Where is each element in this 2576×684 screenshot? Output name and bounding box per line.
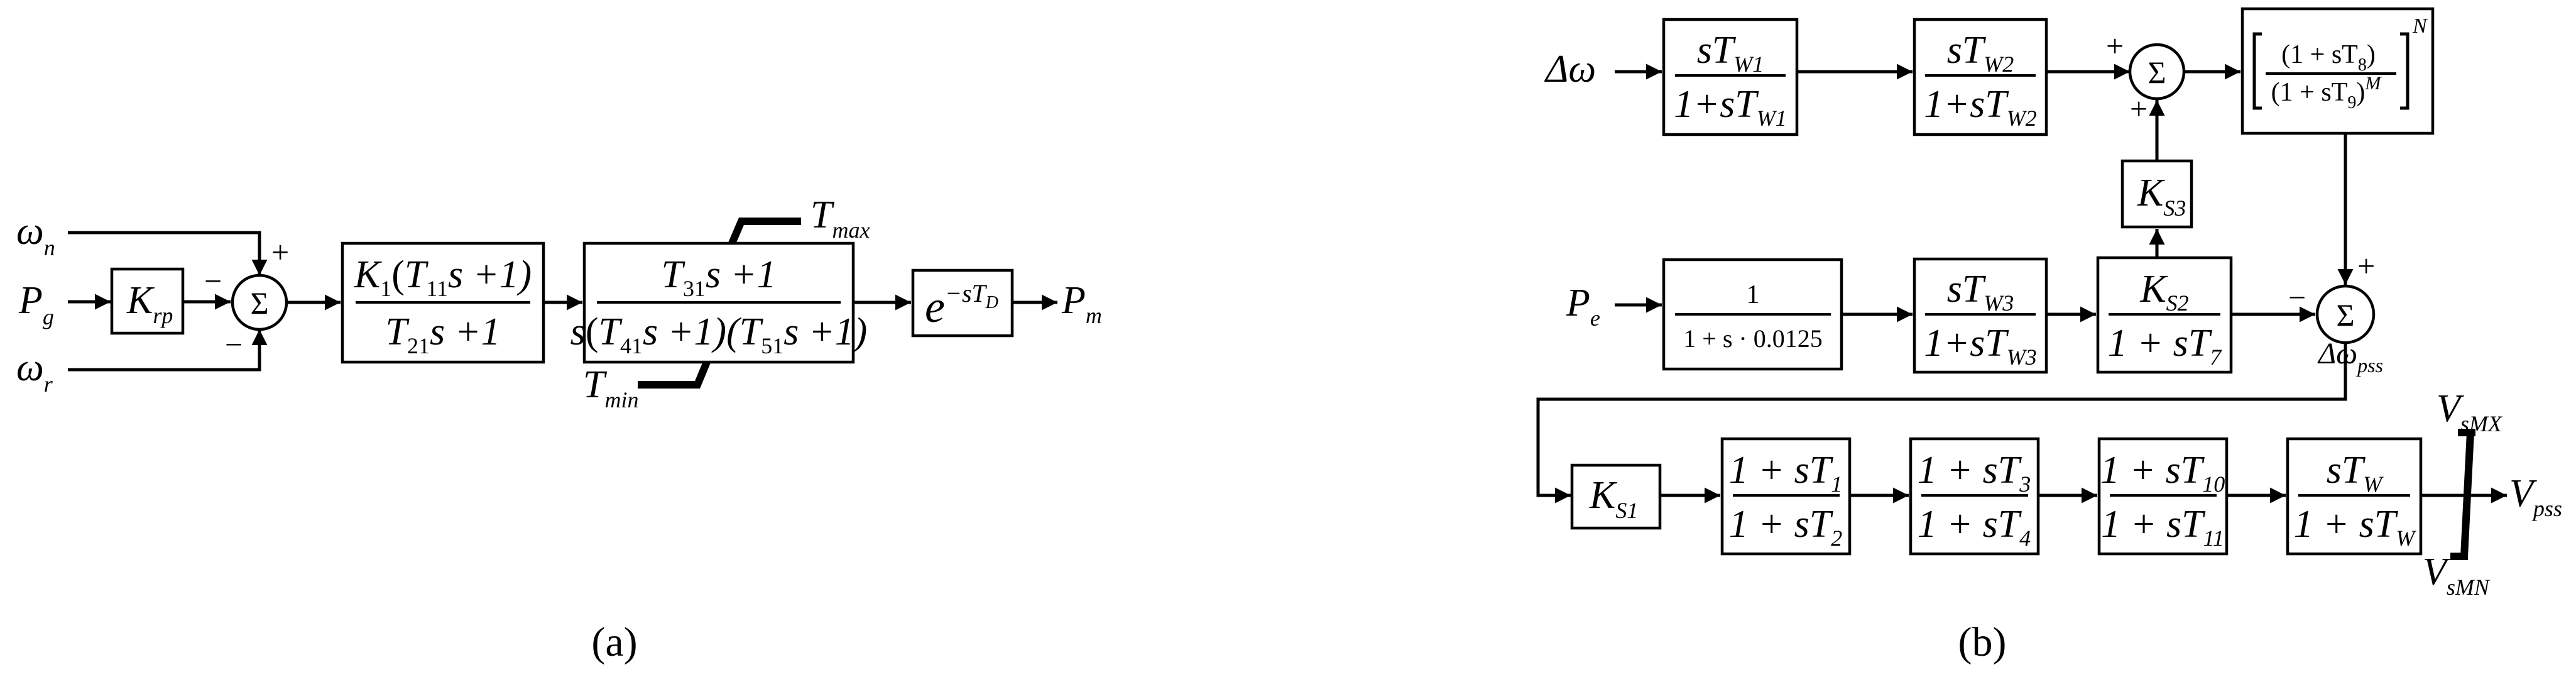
ks1-label: KS1 [1589, 474, 1638, 523]
input-pg: Pg [18, 279, 54, 329]
panel-a: ωn Pg ωr Krp Σ + − − K1(T11s +1) T21s +1… [16, 194, 1102, 665]
ramp-bracket-left [2252, 32, 2262, 110]
panel-b: Δω sTW1 1+sTW1 sTW2 1+sTW2 Σ + + (1 + sT… [1536, 7, 2562, 665]
tw2-numerator: sTW2 [1947, 29, 2014, 77]
output-limiter-line [2450, 429, 2475, 560]
sum-symbol-a: Σ [250, 285, 268, 321]
tmax-label: Tmax [810, 194, 870, 243]
vsmn-label: VsMN [2423, 551, 2491, 600]
sign-minus-left: − [204, 263, 222, 299]
lead3-denominator: 1 + sT11 [2101, 503, 2224, 551]
input-pe: Pe [1566, 282, 1600, 331]
sign-b2-top: + [2357, 248, 2375, 284]
dw-pss-label: Δωpss [2317, 337, 2383, 377]
ks1-block [1570, 463, 1662, 530]
ramp-exponent-n: N [2412, 14, 2428, 38]
tmin-limit-line [638, 360, 711, 389]
lp-denominator: 1 + s · 0.0125 [1683, 324, 1822, 353]
ks3-label: KS3 [2137, 172, 2186, 221]
ramp-tracking-filter-block [2240, 7, 2435, 135]
krp-label: Krp [126, 279, 173, 328]
lead2-denominator: 1 + sT4 [1918, 503, 2031, 551]
lead3-numerator: 1 + sT10 [2100, 449, 2225, 497]
tmin-label: Tmin [583, 363, 638, 412]
tw3-numerator: sTW3 [1947, 268, 2014, 316]
sign-minus-bottom: − [225, 327, 243, 362]
sign-plus-top: + [271, 234, 289, 270]
lp-numerator: 1 [1747, 280, 1760, 309]
sum-symbol-b2: Σ [2336, 297, 2354, 333]
ramp-bracket-right [2400, 32, 2410, 110]
tw1-numerator: sTW1 [1697, 29, 1764, 77]
ramp-numerator: (1 + sT8) [2281, 40, 2376, 75]
ks2-denominator: 1 + sT7 [2108, 322, 2222, 370]
lead1-denominator: 1 + sT2 [1729, 503, 1842, 551]
governor-numerator: K1(T11s +1) [354, 253, 532, 301]
input-delta-omega: Δω [1544, 48, 1596, 91]
delay-label: e−sTD [925, 279, 998, 332]
sign-b2-left: − [2288, 280, 2306, 315]
wash-denominator: 1 + sTW [2294, 503, 2416, 551]
wn-signal-line [68, 231, 268, 275]
lead2-numerator: 1 + sT3 [1918, 449, 2031, 497]
turbine-numerator: T31s +1 [662, 253, 777, 301]
panel-a-label: (a) [591, 619, 637, 665]
vpss-label: Vpss [2509, 472, 2562, 521]
turbine-denominator: s(T41s +1)(T51s +1) [570, 311, 868, 358]
washout-block-1 [1662, 18, 1799, 136]
delay-block [911, 268, 1014, 338]
governor-denominator: T21s +1 [386, 311, 501, 358]
sign-b1-left: + [2106, 28, 2124, 63]
output-pm: Pm [1061, 279, 1102, 328]
sign-b1-bottom: + [2130, 91, 2148, 126]
tw3-denominator: 1+sTW3 [1924, 322, 2036, 370]
input-omega-r: ωr [16, 346, 53, 397]
wr-signal-line [68, 329, 268, 372]
vsmx-label: VsMX [2437, 387, 2503, 436]
sum2-to-ks1-line [1536, 343, 2347, 504]
ramp-denominator: (1 + sT9)M [2271, 73, 2382, 113]
lead1-numerator: 1 + sT1 [1729, 449, 1842, 497]
tw2-denominator: 1+sTW2 [1924, 83, 2036, 131]
tw1-denominator: 1+sTW1 [1674, 83, 1786, 131]
tmax-limit-line [728, 218, 801, 245]
input-omega-n: ωn [16, 210, 55, 260]
panel-b-label: (b) [1958, 619, 2007, 665]
ks2-numerator: KS2 [2139, 268, 2188, 316]
washout-block-2 [1913, 18, 2048, 136]
sum-symbol-b1: Σ [2148, 55, 2166, 90]
wash-numerator: sTW [2327, 449, 2384, 497]
